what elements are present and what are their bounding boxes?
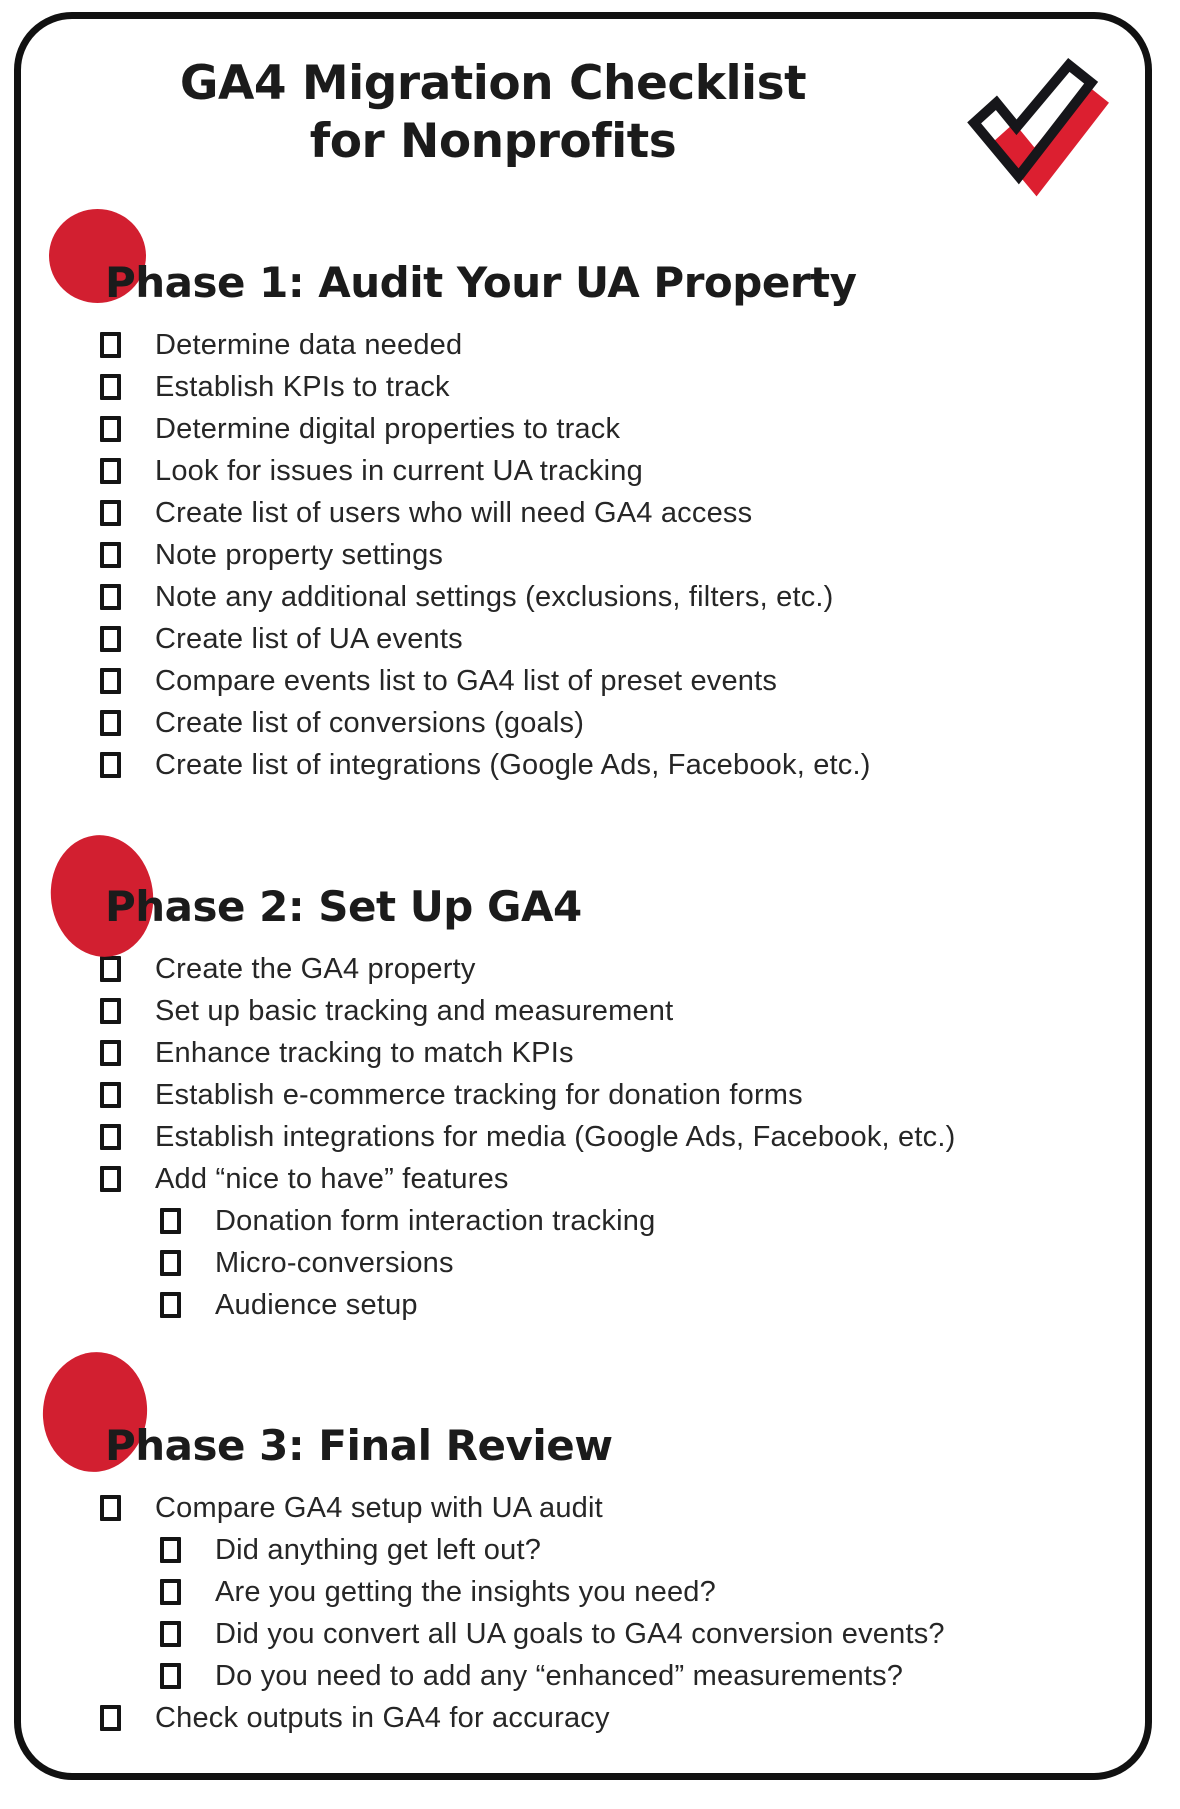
checklist-item: Establish integrations for media (Google… <box>61 1116 1105 1158</box>
checkbox-icon[interactable] <box>100 998 121 1024</box>
checklist-item-label: Add “nice to have” features <box>155 1163 509 1195</box>
checkbox-icon[interactable] <box>100 1166 121 1192</box>
checklist-item-label: Did you convert all UA goals to GA4 conv… <box>215 1618 945 1650</box>
checklist-item-label: Determine data needed <box>155 329 463 361</box>
checklist-item-label: Set up basic tracking and measurement <box>155 995 674 1027</box>
checklist-item-label: Establish KPIs to track <box>155 371 450 403</box>
checkbox-icon[interactable] <box>100 626 121 652</box>
checklist-item-label: Look for issues in current UA tracking <box>155 455 643 487</box>
checklist-item: Create list of UA events <box>61 618 1105 660</box>
page-title: GA4 Migration Checklist for Nonprofits <box>61 55 925 171</box>
checklist-item: Note property settings <box>61 534 1105 576</box>
checkbox-icon[interactable] <box>100 374 121 400</box>
checklist-item-label: Create list of conversions (goals) <box>155 707 585 739</box>
checkbox-icon[interactable] <box>100 584 121 610</box>
checklist-card: GA4 Migration Checklist for Nonprofits P… <box>14 12 1152 1780</box>
checklist-item: Did you convert all UA goals to GA4 conv… <box>61 1613 1105 1655</box>
checkbox-icon[interactable] <box>100 710 121 736</box>
section-phase-2: Phase 2: Set Up GA4 Create the GA4 prope… <box>43 828 1105 1326</box>
phase-1-heading: Phase 1: Audit Your UA Property <box>105 258 857 307</box>
checklist-item: Check outputs in GA4 for accuracy <box>61 1697 1105 1739</box>
checkbox-icon[interactable] <box>100 956 121 982</box>
checklist-item-label: Check outputs in GA4 for accuracy <box>155 1702 610 1734</box>
checklist-item-label: Micro-conversions <box>215 1247 454 1279</box>
checklist-item-label: Note any additional settings (exclusions… <box>155 581 834 613</box>
checklist-item: Are you getting the insights you need? <box>61 1571 1105 1613</box>
checkbox-icon[interactable] <box>100 752 121 778</box>
checkbox-icon[interactable] <box>100 500 121 526</box>
section-phase-3: Phase 3: Final Review Compare GA4 setup … <box>37 1346 1105 1739</box>
checklist-item: Determine data needed <box>61 324 1105 366</box>
checklist-item-label: Determine digital properties to track <box>155 413 621 445</box>
checklist-item-label: Create list of UA events <box>155 623 463 655</box>
checkbox-icon[interactable] <box>100 458 121 484</box>
checklist-item-label: Audience setup <box>215 1289 418 1321</box>
checkbox-icon[interactable] <box>100 416 121 442</box>
checkbox-icon[interactable] <box>160 1537 181 1563</box>
phase-3-heading: Phase 3: Final Review <box>105 1421 613 1470</box>
checklist-item: Establish KPIs to track <box>61 366 1105 408</box>
red-circle-decoration <box>49 209 146 303</box>
page-title-line2: for Nonprofits <box>309 114 677 169</box>
checklist-item-label: Establish e-commerce tracking for donati… <box>155 1079 803 1111</box>
phase-3-checklist: Compare GA4 setup with UA audit Did anyt… <box>61 1487 1105 1739</box>
phase-2-checklist: Create the GA4 property Set up basic tra… <box>61 948 1105 1326</box>
checklist-item: Create list of users who will need GA4 a… <box>61 492 1105 534</box>
checkbox-icon[interactable] <box>100 668 121 694</box>
checkbox-icon[interactable] <box>160 1250 181 1276</box>
checkbox-icon[interactable] <box>100 1124 121 1150</box>
checkbox-icon[interactable] <box>160 1579 181 1605</box>
checklist-item: Audience setup <box>61 1284 1105 1326</box>
checklist-item: Create the GA4 property <box>61 948 1105 990</box>
checkbox-icon[interactable] <box>100 332 121 358</box>
checklist-item: Create list of integrations (Google Ads,… <box>61 744 1105 786</box>
checklist-item: Donation form interaction tracking <box>61 1200 1105 1242</box>
title-block: GA4 Migration Checklist for Nonprofits <box>61 55 1105 171</box>
checklist-item-label: Compare GA4 setup with UA audit <box>155 1492 603 1524</box>
checklist-item: Determine digital properties to track <box>61 408 1105 450</box>
checkbox-icon[interactable] <box>160 1292 181 1318</box>
checklist-item: Did anything get left out? <box>61 1529 1105 1571</box>
checklist-item: Create list of conversions (goals) <box>61 702 1105 744</box>
checklist-item-label: Establish integrations for media (Google… <box>155 1121 956 1153</box>
checkbox-icon[interactable] <box>100 1495 121 1521</box>
checklist-item: Add “nice to have” features <box>61 1158 1105 1200</box>
checklist-item-label: Donation form interaction tracking <box>215 1205 656 1237</box>
checklist-item-label: Create the GA4 property <box>155 953 476 985</box>
checklist-item-label: Do you need to add any “enhanced” measur… <box>215 1660 904 1692</box>
checklist-item: Note any additional settings (exclusions… <box>61 576 1105 618</box>
checklist-item: Do you need to add any “enhanced” measur… <box>61 1655 1105 1697</box>
page-title-line1: GA4 Migration Checklist <box>179 56 807 111</box>
checkbox-icon[interactable] <box>100 1705 121 1731</box>
phase-1-checklist: Determine data needed Establish KPIs to … <box>61 324 1105 786</box>
checkbox-icon[interactable] <box>160 1621 181 1647</box>
checklist-item-label: Did anything get left out? <box>215 1534 542 1566</box>
double-checkmark-icon <box>967 57 1109 197</box>
checklist-item-label: Are you getting the insights you need? <box>215 1576 716 1608</box>
checkbox-icon[interactable] <box>160 1208 181 1234</box>
checklist-item: Set up basic tracking and measurement <box>61 990 1105 1032</box>
checklist-item: Enhance tracking to match KPIs <box>61 1032 1105 1074</box>
checklist-item: Establish e-commerce tracking for donati… <box>61 1074 1105 1116</box>
checklist-item-label: Enhance tracking to match KPIs <box>155 1037 574 1069</box>
checklist-item-label: Create list of users who will need GA4 a… <box>155 497 753 529</box>
phase-2-heading: Phase 2: Set Up GA4 <box>105 882 582 931</box>
checkbox-icon[interactable] <box>160 1663 181 1689</box>
checklist-item-label: Create list of integrations (Google Ads,… <box>155 749 871 781</box>
checklist-item-label: Note property settings <box>155 539 444 571</box>
checkbox-icon[interactable] <box>100 1082 121 1108</box>
checklist-item: Compare events list to GA4 list of prese… <box>61 660 1105 702</box>
checkbox-icon[interactable] <box>100 542 121 568</box>
checklist-item-label: Compare events list to GA4 list of prese… <box>155 665 778 697</box>
section-phase-1: Phase 1: Audit Your UA Property Determin… <box>49 209 1105 786</box>
checklist-item: Compare GA4 setup with UA audit <box>61 1487 1105 1529</box>
checkbox-icon[interactable] <box>100 1040 121 1066</box>
checklist-item: Micro-conversions <box>61 1242 1105 1284</box>
checklist-item: Look for issues in current UA tracking <box>61 450 1105 492</box>
